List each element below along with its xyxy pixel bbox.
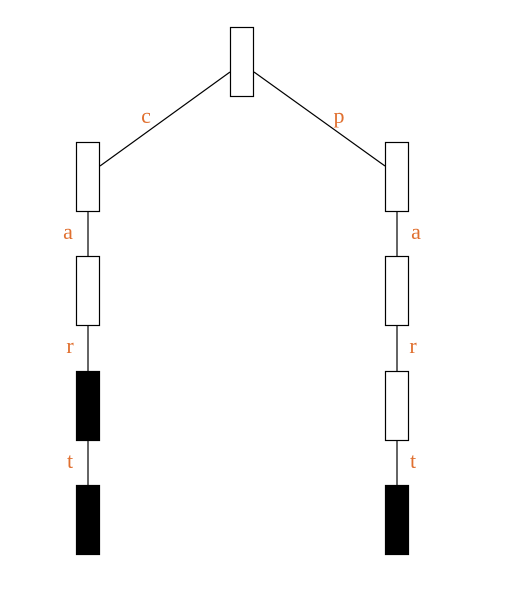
node-p [384,141,410,213]
node-pa [384,255,410,327]
node-cart-terminal [75,484,101,556]
node-c [75,141,101,213]
edge-root-c [99,71,231,167]
node-ca [75,255,101,327]
edge-label-root-p: p [334,103,345,128]
node-root [229,26,255,98]
nodes-layer [75,26,410,556]
edge-label-car-cart: t [67,448,73,473]
labels-layer: c a r t p a r t [63,103,421,473]
edge-label-par-part: t [410,448,416,473]
edge-label-root-c: c [141,103,151,128]
node-part-terminal [384,484,410,556]
edge-root-p [253,71,386,167]
edge-label-p-pa: a [411,219,421,244]
node-car-terminal [75,370,101,442]
edge-label-ca-car: r [66,333,74,358]
edge-label-c-ca: a [63,219,73,244]
edges-layer [87,71,398,486]
node-par [384,370,410,442]
edge-label-pa-par: r [409,333,417,358]
